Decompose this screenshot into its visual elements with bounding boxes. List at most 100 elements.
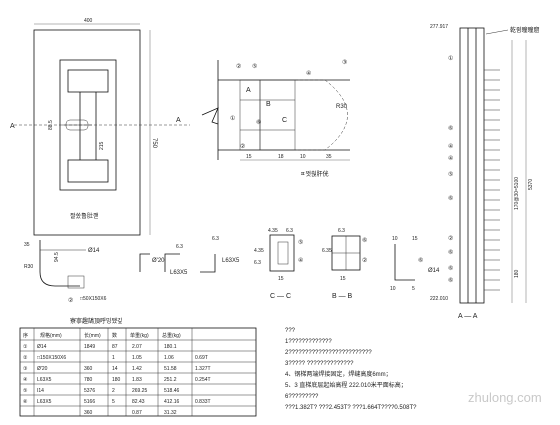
- bom-cell: □150X150X6: [37, 355, 66, 361]
- plan-section-mark-left: A: [10, 123, 15, 130]
- angle-3-dim: 6.3: [212, 236, 219, 242]
- elevation-label-c: C: [282, 117, 287, 124]
- bom-cell: 269.25: [132, 388, 148, 394]
- section-cc: 4.35 6.3 4.35 6.3 15 ⑤ ④ C — C: [254, 228, 303, 300]
- bom-cell: ⑥: [23, 399, 28, 405]
- bom-cell: 5166: [84, 399, 95, 405]
- notes: ??? 1????????????? 2????????????????????…: [285, 328, 417, 411]
- bom-cell: 87: [112, 344, 118, 350]
- elevation-label-b: B: [266, 101, 271, 108]
- section-aa-callout-2: ⑥: [448, 125, 453, 132]
- bom-row: ③ Ø'20 360 14 1.42 51.58 1.327T: [23, 366, 211, 372]
- bom-cell: 31.32: [164, 410, 177, 416]
- plan-outline: [33, 29, 141, 236]
- notes-line: 6?????????: [285, 394, 319, 400]
- bom-cell: 2.07: [132, 344, 142, 350]
- section-bb-dim-1: 6.35: [322, 248, 332, 254]
- section-aa-callout-5: ⑤: [448, 171, 453, 178]
- notes-line: ???1.382T? ???2.453T? ???1.664T????0.508…: [285, 405, 417, 411]
- bom-cell: 14: [112, 366, 118, 372]
- elevation-dim-r: R30: [336, 104, 348, 110]
- bom-header-5: 单重(kg): [130, 332, 149, 339]
- bom-cell: 251.2: [164, 377, 177, 383]
- bom-cell: 0.87: [132, 410, 142, 416]
- section-cc-dim-2: 6.3: [286, 228, 293, 234]
- bom-row: ⑤ I14 5376 2 269.25 518.46: [23, 388, 180, 394]
- small-callout: ⑥: [418, 257, 423, 264]
- section-cc-dim-3: 4.35: [254, 248, 264, 254]
- plan-bottom-block: [67, 159, 109, 183]
- bom-cell: 1.42: [132, 366, 142, 372]
- notes-line: 1?????????????: [285, 339, 332, 345]
- bom-cell: 360: [84, 410, 93, 416]
- bom-cell: 0.833T: [195, 399, 211, 405]
- elevation-callout-1: ②: [236, 63, 241, 70]
- notes-line: ???: [285, 328, 296, 334]
- bom-row: ② □150X150X6 1 1.05 1.06 0.69T: [23, 355, 208, 361]
- bom-table: 寮寧趣鵠頂呼밍쨌깊 序 规格(mm) 长(mm) 数 单重(kg) 总重(kg)…: [19, 317, 257, 417]
- section-aa-dim-2: 5370: [528, 179, 534, 190]
- section-bb: 6.35 6.3 15 ⑥ ② B — B: [322, 228, 367, 300]
- bom-cell: 780: [84, 377, 93, 383]
- section-aa-dim-1: 170@30=5100: [514, 177, 520, 210]
- elevation-dim-2: 18: [278, 154, 284, 160]
- bom-header-3: 长(mm): [84, 332, 101, 339]
- bom-header-4: 数: [112, 332, 117, 339]
- bom-cell: 0.69T: [195, 355, 208, 361]
- rod-dim-v: 94.5: [54, 252, 60, 262]
- plan-dim-width: 400: [84, 18, 93, 24]
- rod-detail: 짤쏬鲁肚깯 35 R30 94.5 Ø14 ② □50X150X6: [24, 212, 107, 304]
- bom-cell: 180.1: [164, 344, 177, 350]
- section-aa-callout-6: ⑥: [448, 195, 453, 202]
- bom-cell: 1: [112, 355, 115, 361]
- bom-cell: 51.58: [164, 366, 177, 372]
- angle-details: Ø'20 L63X5 6.3 L63X5 6.3: [139, 236, 240, 276]
- section-bb-callout-2: ②: [362, 257, 367, 264]
- section-aa-callout-10: ⑥: [448, 277, 453, 284]
- notes-line: 3????? ??????????????: [285, 361, 354, 367]
- notes-line: 5、3 直梯底层起始高程 222.010米平面标高；: [285, 381, 407, 389]
- section-cc-callout-2: ④: [298, 257, 303, 264]
- section-aa-title: A — A: [458, 313, 478, 320]
- small-dim-2: 15: [412, 236, 418, 242]
- elevation-dim-3: 10: [300, 154, 306, 160]
- section-aa-callout-9: ⑥: [448, 265, 453, 272]
- elevation-callout-2: ⑤: [252, 63, 257, 70]
- watermark: zhulong.com: [468, 390, 542, 405]
- section-bb-dim-3: 15: [340, 276, 346, 282]
- bom-cell: ③: [23, 366, 28, 372]
- bom-cell: 180: [112, 377, 121, 383]
- section-cc-dim-5: 15: [278, 276, 284, 282]
- angle-1-label: Ø'20: [152, 258, 165, 264]
- elevation-view: B C A ② ⑤ ④ ③ ① ⑥ ② R30 15 18 10 35 ㅍ쩟춵肝…: [201, 59, 350, 178]
- bom-cell: ①: [23, 344, 28, 350]
- plan-section-mark-right: A: [176, 117, 181, 124]
- section-bb-dim-2: 6.3: [338, 228, 345, 234]
- bom-cell: 1.83: [132, 377, 142, 383]
- bom-cell: 1.327T: [195, 366, 211, 372]
- section-bb-callout-1: ⑥: [362, 237, 367, 244]
- bom-header-1: 序: [23, 332, 28, 339]
- section-aa-callout-3: ④: [448, 143, 453, 150]
- bom-cell: 1.05: [132, 355, 142, 361]
- bom-cell: I14: [37, 388, 44, 394]
- bom-header-2: 规格(mm): [40, 332, 62, 339]
- notes-line: 2?????????????????????????: [285, 350, 372, 356]
- elevation-callout-3: ④: [306, 70, 311, 77]
- rod-caption: 짤쏬鲁肚깯: [70, 212, 99, 220]
- small-dim-3: 10: [390, 286, 396, 292]
- section-aa-dim-3: 180: [514, 269, 520, 278]
- angle-2-dim: 6.3: [176, 244, 183, 250]
- section-cc-dim-4: 6.3: [254, 260, 261, 266]
- bom-row: ① Ø14 1849 87 2.07 180.1: [23, 344, 177, 350]
- bom-cell: 360: [84, 366, 93, 372]
- bom-row: ⑥ L63X5 5166 5 82.43 412.16 0.833T: [23, 399, 211, 405]
- section-cc-dim-1: 4.35: [268, 228, 278, 234]
- bom-cell: 82.43: [132, 399, 145, 405]
- bom-title: 寮寧趣鵠頂呼밍쨌깊: [70, 317, 123, 325]
- plan-top-block: [67, 69, 109, 93]
- section-cc-title: C — C: [270, 293, 291, 300]
- bom-cell: 5376: [84, 388, 95, 394]
- elevation-dim-1: 15: [246, 154, 252, 160]
